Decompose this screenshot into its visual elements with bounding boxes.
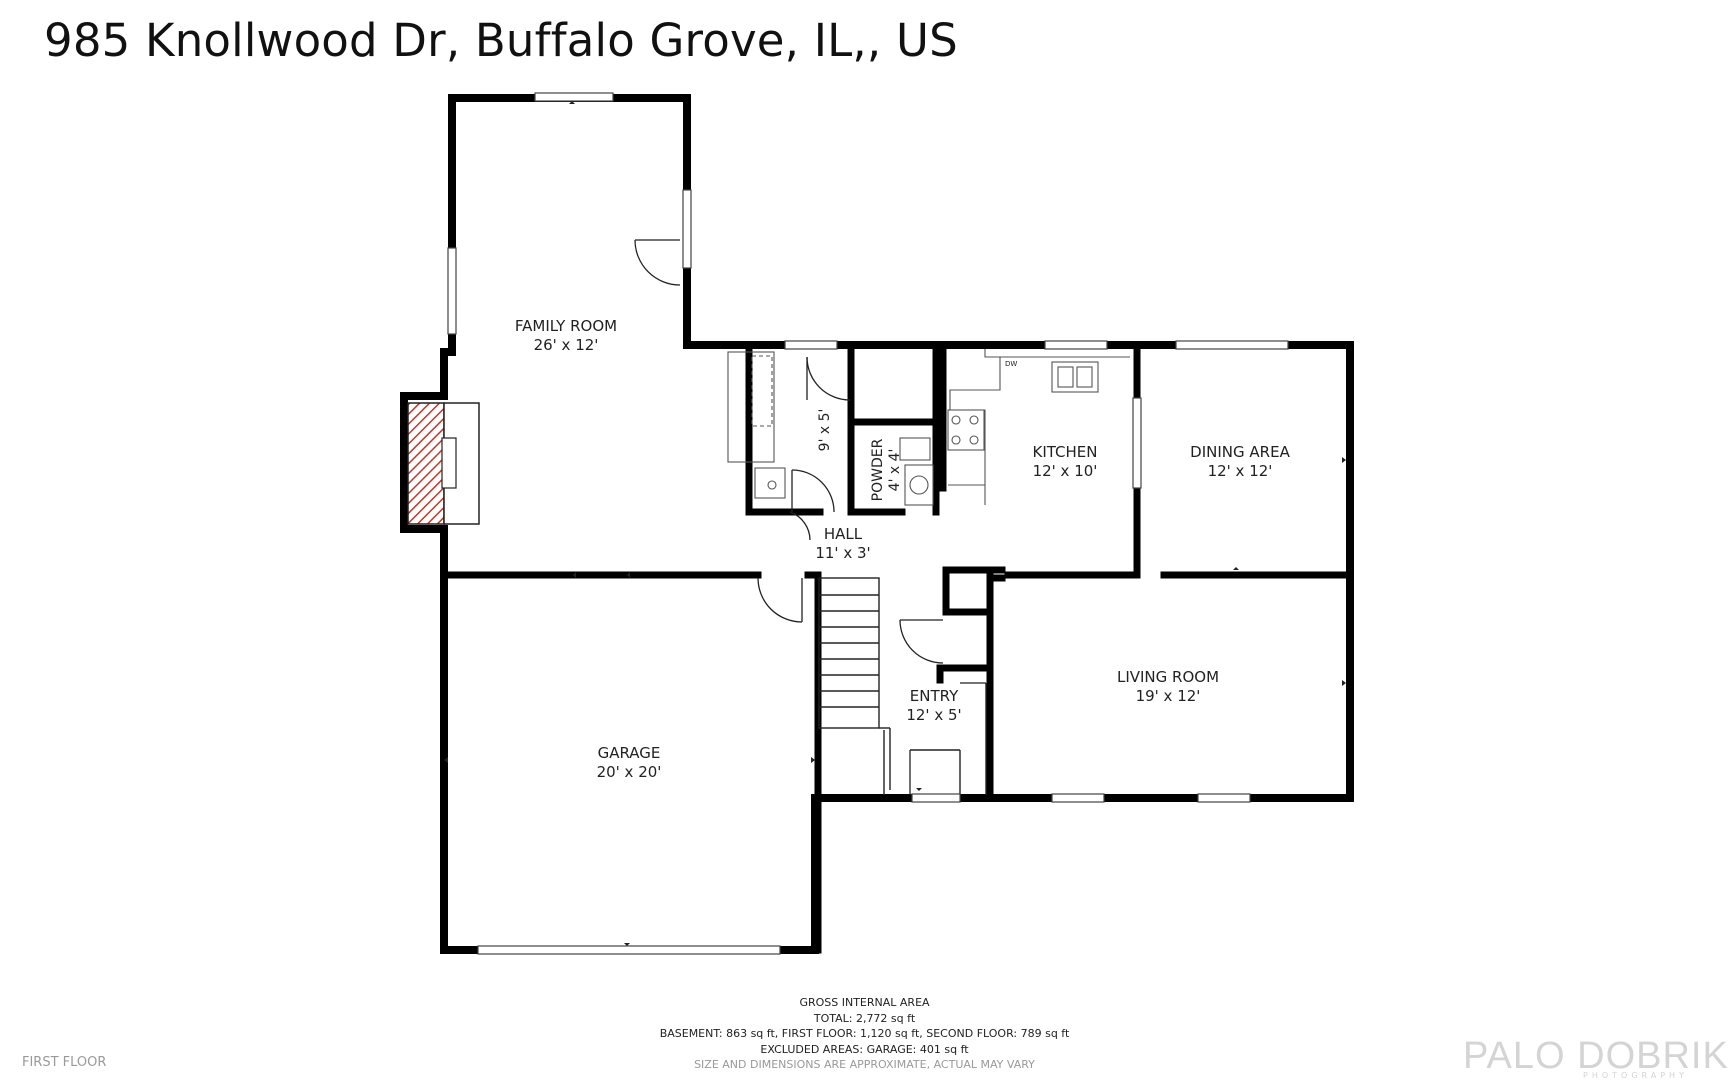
entry-size: 12' x 5': [906, 706, 961, 724]
kitchen-fixtures: [947, 349, 1130, 505]
living-room-name: LIVING ROOM: [1117, 668, 1219, 686]
gia-heading: GROSS INTERNAL AREA: [799, 996, 930, 1009]
logo-subtitle: PHOTOGRAPHY: [1583, 1071, 1688, 1080]
dimension-markers: [444, 101, 1346, 946]
logo-name: PALO DOBRIK: [1463, 1035, 1729, 1077]
garage-name: GARAGE: [598, 744, 661, 762]
kitchen-size: 12' x 10': [1033, 462, 1098, 480]
hall-name: HALL: [824, 525, 863, 543]
page-title: 985 Knollwood Dr, Buffalo Grove, IL,, US: [44, 14, 958, 67]
laundry-fixtures: [727, 351, 786, 499]
brand-logo: PALO DOBRIK PHOTOGRAPHY: [1463, 1035, 1729, 1080]
kitchen-name: KITCHEN: [1033, 443, 1098, 461]
stairs: [818, 577, 987, 795]
gia-note: SIZE AND DIMENSIONS ARE APPROXIMATE, ACT…: [694, 1058, 1035, 1071]
laundry-size: 9' x 5': [817, 409, 833, 452]
floor-label: FIRST FLOOR: [22, 1055, 107, 1070]
interior-walls: [444, 345, 1350, 954]
powder-size: 4' x 4': [887, 449, 903, 492]
doors: [634, 239, 986, 795]
hall-size: 11' x 3': [815, 544, 870, 562]
powder-name: POWDER: [870, 438, 886, 501]
garage-size: 20' x 20': [597, 763, 662, 781]
windows: [447, 92, 1289, 955]
entry-name: ENTRY: [910, 687, 959, 705]
dining-area-name: DINING AREA: [1190, 443, 1290, 461]
family-room-size: 26' x 12': [534, 336, 599, 354]
gia-excluded: EXCLUDED AREAS: GARAGE: 401 sq ft: [760, 1042, 969, 1056]
gia-total: TOTAL: 2,772 sq ft: [813, 1011, 916, 1025]
family-room-name: FAMILY ROOM: [515, 317, 617, 335]
room-labels: FAMILY ROOM 26' x 12' 9' x 5' POWDER 4' …: [515, 317, 1291, 781]
dishwasher-label: DW: [1005, 360, 1017, 368]
exterior-walls: [400, 94, 1354, 954]
dining-area-size: 12' x 12': [1208, 462, 1273, 480]
living-room-size: 19' x 12': [1136, 687, 1201, 705]
gross-internal-area: GROSS INTERNAL AREA TOTAL: 2,772 sq ft B…: [0, 995, 1729, 1073]
fireplace: [407, 402, 480, 525]
gia-breakdown: BASEMENT: 863 sq ft, FIRST FLOOR: 1,120 …: [659, 1027, 1070, 1040]
powder-fixtures: [899, 437, 934, 506]
